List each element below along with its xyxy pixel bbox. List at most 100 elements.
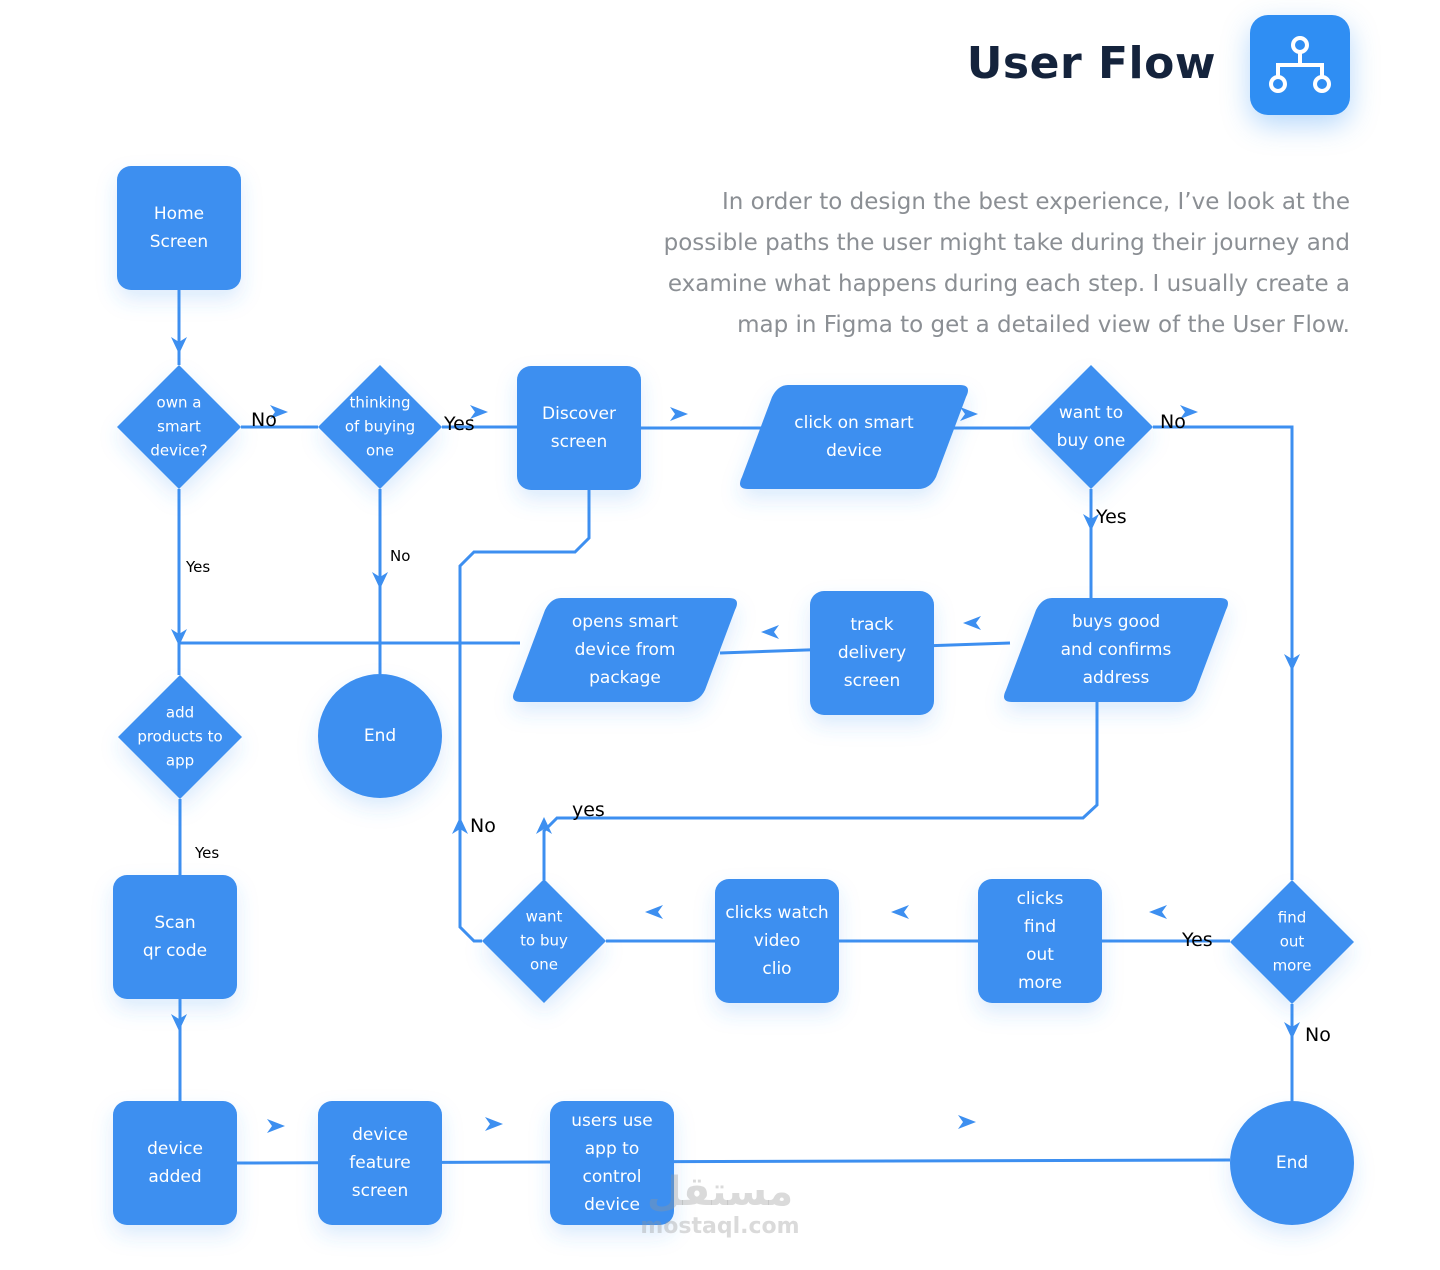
node-label: want [526, 908, 563, 926]
node-label: own a [157, 394, 202, 412]
clicks-find-out-more-shape [978, 879, 1102, 1003]
clicks-watch-video-shape [715, 879, 839, 1003]
watermark-logo: مستقل [646, 1169, 794, 1215]
watermark-url: mostaql.com [640, 1214, 800, 1239]
node-label: buys good [1072, 612, 1160, 632]
node-label: opens smart [572, 612, 679, 632]
intro-line: map in Figma to get a detailed view of t… [737, 312, 1350, 338]
track-delivery-screen-shape [810, 591, 934, 715]
node-label: one [366, 442, 394, 460]
node-label: smart [157, 418, 201, 436]
arrow-head-icon [485, 1117, 503, 1131]
home-screen-shape [117, 166, 241, 290]
arrow-head-icon [536, 817, 552, 834]
want-to-buy-one-bottom-shape [482, 879, 606, 1003]
arrow-head-icon [645, 905, 663, 919]
node-label: to buy [520, 932, 568, 950]
arrow-head-icon [452, 817, 468, 834]
buys-good-shape [1004, 598, 1228, 702]
node-label: clicks [1017, 889, 1064, 909]
device-added-node[interactable]: device added [113, 1101, 237, 1225]
node-label: device? [150, 442, 207, 460]
opens-smart-device-shape [513, 598, 737, 702]
node-label: out [1026, 945, 1054, 965]
node-label: out [1280, 933, 1305, 951]
node-label: Scan [154, 913, 195, 933]
node-label: package [589, 668, 661, 688]
buys-good-node[interactable]: buys good and confirms address [1004, 598, 1228, 702]
page-title: User Flow [966, 38, 1216, 89]
edge-label-want-top-yes: Yes [1095, 506, 1127, 528]
arrow-head-icon [960, 407, 978, 421]
node-label: and confirms [1061, 640, 1172, 660]
connector-line [1153, 425, 1294, 880]
edge-label-find-yes: Yes [1181, 929, 1213, 951]
node-label: device [584, 1195, 640, 1215]
arrow-head-icon [270, 405, 288, 419]
device-feature-screen-shape [318, 1101, 442, 1225]
node-label: feature [349, 1153, 410, 1173]
node-label: Discover [542, 404, 616, 424]
node-label: track [850, 615, 893, 635]
node-label: buy one [1057, 431, 1126, 451]
thinking-of-buying-shape [318, 365, 442, 489]
arrow-head-icon [670, 407, 688, 421]
arrow-head-icon [1284, 654, 1300, 671]
intro-paragraph: In order to design the best experience, … [550, 182, 1350, 346]
node-label: add [166, 704, 194, 722]
arrow-head-icon [1284, 1022, 1300, 1039]
arrow-head-icon [171, 1014, 187, 1031]
node-label: address [1083, 668, 1150, 688]
end-left-node[interactable]: End [318, 674, 442, 798]
edge-label-find-no: No [1305, 1024, 1331, 1046]
edge-label-own-no: No [251, 409, 277, 431]
end-right-shape [1230, 1101, 1354, 1225]
watermark: مستقل mostaql.com [630, 1170, 810, 1240]
own-smart-device-node[interactable]: own a smart device? [117, 365, 241, 489]
edge-label-thinking-yes: Yes [443, 413, 475, 435]
discover-screen-shape [517, 366, 641, 490]
connector-arrows [171, 337, 1300, 1133]
node-label: more [1273, 957, 1312, 975]
arrow-head-icon [1149, 905, 1167, 919]
node-label: device [147, 1139, 203, 1159]
arrow-head-icon [761, 625, 779, 639]
node-label: device [352, 1125, 408, 1145]
arrow-head-icon [958, 1115, 976, 1129]
end-right-node[interactable]: End [1230, 1101, 1354, 1225]
scan-qr-code-shape [113, 875, 237, 999]
node-label: find [1024, 917, 1056, 937]
edge-label-own-yes: Yes [185, 558, 210, 576]
node-label: more [1018, 973, 1062, 993]
node-label: End [1276, 1153, 1308, 1173]
add-products-to-app-shape [118, 675, 242, 799]
node-label: clicks watch [725, 903, 828, 923]
node-label: Home [154, 204, 204, 224]
edge-label-want-bottom-yes: yes [572, 799, 605, 821]
edge-label-discover-no: No [470, 815, 496, 837]
sitemap-icon [1250, 15, 1350, 115]
node-label: app to [585, 1139, 639, 1159]
node-label: qr code [143, 941, 207, 961]
scan-qr-code-node[interactable]: Scan qr code [113, 875, 237, 999]
arrow-head-icon [372, 572, 388, 589]
node-label: screen [844, 671, 901, 691]
node-label: added [148, 1167, 201, 1187]
device-feature-screen-node[interactable]: device feature screen [318, 1101, 442, 1225]
intro-line: In order to design the best experience, … [721, 189, 1350, 215]
clicks-find-out-more-node[interactable]: clicks find out more [978, 879, 1102, 1003]
node-label: screen [352, 1181, 409, 1201]
